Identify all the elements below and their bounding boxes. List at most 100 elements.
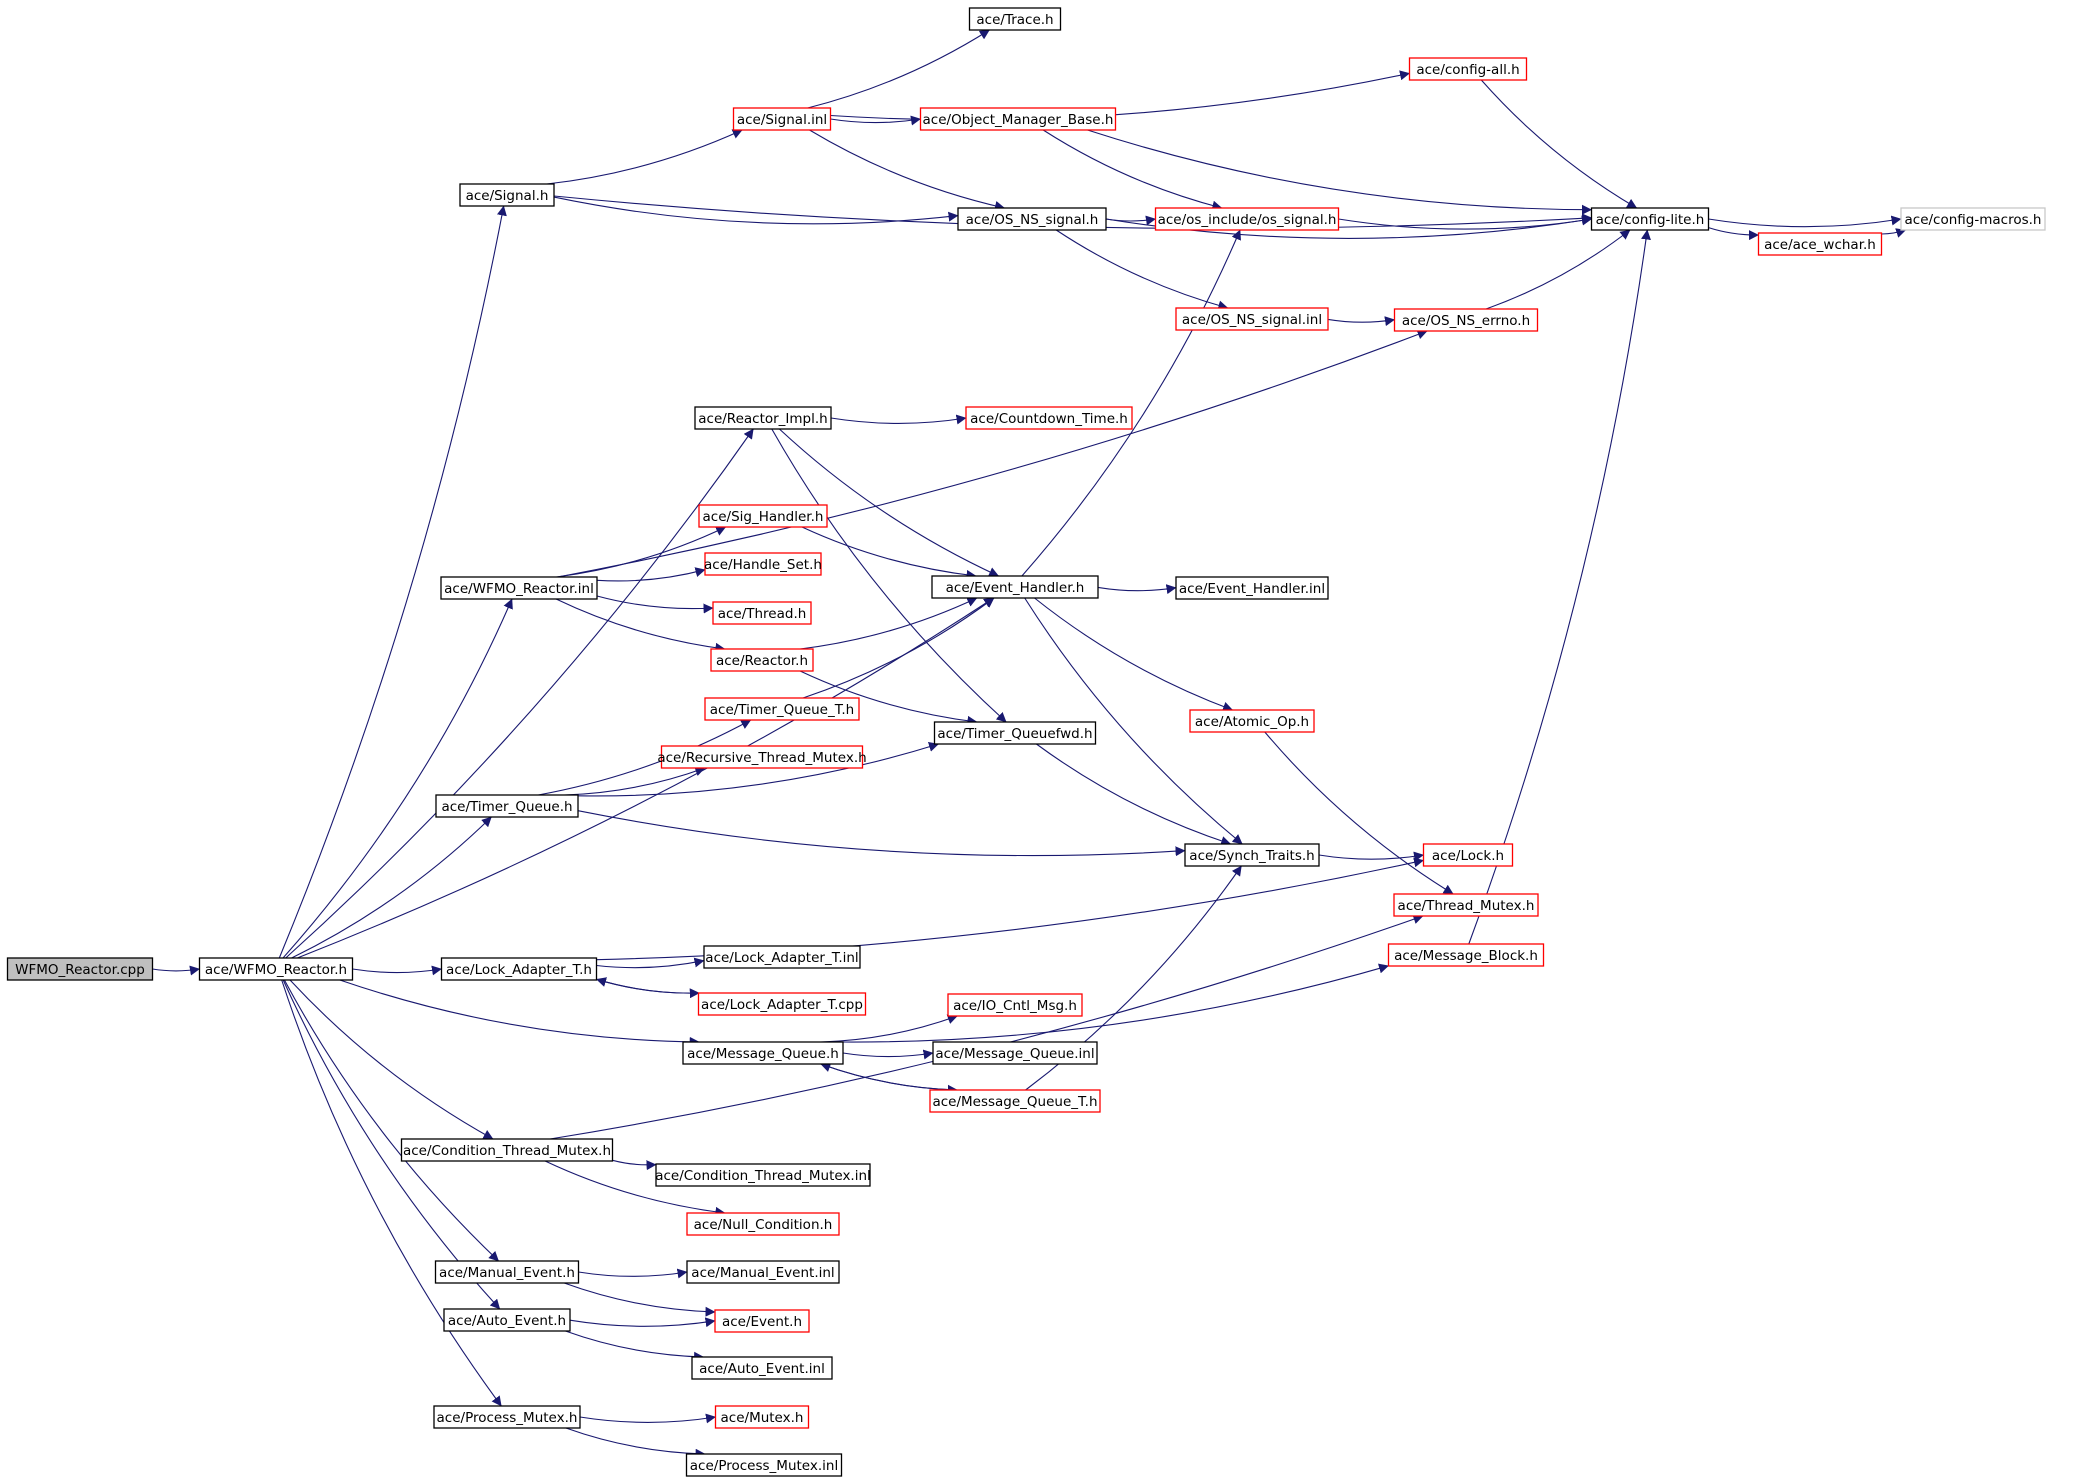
node-reactor-h[interactable]: ace/Reactor.h <box>710 648 814 672</box>
node-event-handler-h[interactable]: ace/Event_Handler.h <box>931 575 1099 599</box>
node-label: ace/Object_Manager_Base.h <box>923 112 1114 128</box>
node-os-include-signal[interactable]: ace/os_include/os_signal.h <box>1154 207 1340 231</box>
edge-os-ns-errno-to-config-lite <box>1485 229 1631 310</box>
edge-event-handler-h-to-os-include-signal <box>1021 229 1241 577</box>
node-box <box>704 552 822 576</box>
node-box <box>685 1453 843 1477</box>
node-box <box>929 1089 1101 1113</box>
node-label: ace/Thread.h <box>718 606 807 622</box>
node-box <box>714 1405 810 1429</box>
edge-wfmo-inl-to-thread-h <box>596 595 714 614</box>
node-sig-handler[interactable]: ace/Sig_Handler.h <box>698 504 828 528</box>
node-label: ace/Lock_Adapter_T.h <box>446 962 592 978</box>
node-label: ace/Atomic_Op.h <box>1195 714 1309 730</box>
node-manual-event-h[interactable]: ace/Manual_Event.h <box>434 1260 580 1284</box>
node-box <box>732 107 832 131</box>
node-box <box>1757 232 1883 256</box>
node-timer-queue-t[interactable]: ace/Timer_Queue_T.h <box>704 697 860 721</box>
node-label: ace/Handle_Set.h <box>704 557 822 573</box>
edge-atomic-op-to-thread-mutex <box>1264 731 1454 895</box>
node-signal-inl[interactable]: ace/Signal.inl <box>732 107 832 131</box>
node-timer-queuefwd[interactable]: ace/Timer_Queuefwd.h <box>933 721 1097 745</box>
node-box <box>400 1138 614 1162</box>
node-box <box>435 794 579 818</box>
node-synch-traits[interactable]: ace/Synch_Traits.h <box>1184 843 1320 867</box>
node-trace-h[interactable]: ace/Trace.h <box>968 7 1062 31</box>
node-label: ace/Countdown_Time.h <box>970 411 1128 427</box>
edge-message-queue-h-to-message-queue-inl <box>842 1049 934 1060</box>
node-label: ace/Signal.inl <box>737 112 827 128</box>
edge-wfmo-inl-to-handle-set <box>596 567 706 582</box>
node-label: ace/OS_NS_signal.inl <box>1182 312 1322 328</box>
node-event-h[interactable]: ace/Event.h <box>714 1309 810 1333</box>
node-null-condition[interactable]: ace/Null_Condition.h <box>686 1212 840 1236</box>
node-ace-wchar[interactable]: ace/ace_wchar.h <box>1757 232 1883 256</box>
node-config-macros[interactable]: ace/config-macros.h <box>1900 207 2046 231</box>
edge-synch-traits-to-lock-h <box>1318 851 1424 862</box>
node-auto-event-inl[interactable]: ace/Auto_Event.inl <box>691 1356 833 1380</box>
edge-wfmo-inl-to-reactor-h <box>555 598 726 653</box>
node-wfmo-inl[interactable]: ace/WFMO_Reactor.inl <box>440 576 598 600</box>
node-lock-adapter-cpp[interactable]: ace/Lock_Adapter_T.cpp <box>697 992 867 1016</box>
edge-timer-queue-t-to-event-handler-h <box>802 597 995 699</box>
node-label: ace/IO_Cntl_Msg.h <box>953 998 1077 1014</box>
node-box <box>1175 576 1329 600</box>
node-thread-h[interactable]: ace/Thread.h <box>712 601 812 625</box>
node-timer-queue-h[interactable]: ace/Timer_Queue.h <box>435 794 579 818</box>
node-os-ns-signal-h[interactable]: ace/OS_NS_signal.h <box>957 207 1107 231</box>
node-label: ace/Message_Block.h <box>1394 948 1538 964</box>
node-label: ace/Synch_Traits.h <box>1189 848 1314 864</box>
node-box <box>697 992 867 1016</box>
edge-wfmo-h-to-lock-adapter-h <box>352 965 442 976</box>
node-lock-adapter-inl[interactable]: ace/Lock_Adapter_T.inl <box>703 945 861 969</box>
node-message-queue-h[interactable]: ace/Message_Queue.h <box>682 1041 844 1065</box>
node-box <box>198 957 354 981</box>
node-label: ace/Mutex.h <box>721 1410 804 1426</box>
node-config-all[interactable]: ace/config-all.h <box>1408 57 1528 81</box>
node-manual-event-inl[interactable]: ace/Manual_Event.inl <box>686 1260 840 1284</box>
node-os-ns-errno[interactable]: ace/OS_NS_errno.h <box>1393 308 1539 332</box>
node-countdown[interactable]: ace/Countdown_Time.h <box>965 406 1133 430</box>
node-label: ace/Condition_Thread_Mutex.h <box>403 1143 611 1159</box>
node-message-queue-t[interactable]: ace/Message_Queue_T.h <box>929 1089 1101 1113</box>
node-box <box>957 207 1107 231</box>
node-wfmo-cpp[interactable]: WFMO_Reactor.cpp <box>6 957 154 981</box>
node-wfmo-h[interactable]: ace/WFMO_Reactor.h <box>198 957 354 981</box>
node-process-mutex-h[interactable]: ace/Process_Mutex.h <box>433 1405 581 1429</box>
node-obj-mgr[interactable]: ace/Object_Manager_Base.h <box>919 107 1117 131</box>
node-io-cntl[interactable]: ace/IO_Cntl_Msg.h <box>947 993 1083 1017</box>
node-auto-event-h[interactable]: ace/Auto_Event.h <box>443 1308 571 1332</box>
node-message-queue-inl[interactable]: ace/Message_Queue.inl <box>932 1041 1098 1065</box>
edge-process-mutex-h-to-process-mutex-inl <box>565 1427 706 1459</box>
node-lock-adapter-h[interactable]: ace/Lock_Adapter_T.h <box>440 957 598 981</box>
node-message-block[interactable]: ace/Message_Block.h <box>1387 943 1545 967</box>
node-signal-h[interactable]: ace/Signal.h <box>459 183 555 207</box>
node-process-mutex-inl[interactable]: ace/Process_Mutex.inl <box>685 1453 843 1477</box>
node-rec-mutex[interactable]: ace/Recursive_Thread_Mutex.h <box>657 745 867 769</box>
edge-reactor-h-to-event-handler-h <box>800 597 978 650</box>
edge-config-lite-to-config-macros <box>1708 215 1902 228</box>
edge-layer <box>152 29 1907 1459</box>
node-handle-set[interactable]: ace/Handle_Set.h <box>704 552 822 576</box>
node-mutex-h[interactable]: ace/Mutex.h <box>714 1405 810 1429</box>
node-cond-thread-mutex-inl[interactable]: ace/Condition_Thread_Mutex.inl <box>655 1163 871 1187</box>
edge-message-queue-t-to-message-queue-h <box>820 1062 958 1091</box>
node-lock-h[interactable]: ace/Lock.h <box>1422 843 1514 867</box>
node-label: ace/Auto_Event.h <box>448 1313 566 1329</box>
node-box <box>703 945 861 969</box>
node-reactor-impl[interactable]: ace/Reactor_Impl.h <box>694 406 832 430</box>
edge-os-ns-signal-inl-to-os-ns-errno <box>1327 316 1395 327</box>
node-event-handler-inl[interactable]: ace/Event_Handler.inl <box>1175 576 1329 600</box>
node-label: ace/Process_Mutex.inl <box>690 1458 838 1474</box>
node-config-lite[interactable]: ace/config-lite.h <box>1590 207 1710 231</box>
node-atomic-op[interactable]: ace/Atomic_Op.h <box>1189 709 1315 733</box>
node-label: ace/Null_Condition.h <box>694 1217 833 1233</box>
node-label: ace/config-macros.h <box>1905 212 2042 228</box>
node-box <box>694 406 832 430</box>
node-label: ace/Message_Queue.h <box>687 1046 839 1062</box>
node-box <box>1189 709 1315 733</box>
node-thread-mutex[interactable]: ace/Thread_Mutex.h <box>1393 893 1539 917</box>
node-cond-thread-mutex[interactable]: ace/Condition_Thread_Mutex.h <box>400 1138 614 1162</box>
edge-timer-queue-h-to-rec-mutex <box>564 766 706 796</box>
node-os-ns-signal-inl[interactable]: ace/OS_NS_signal.inl <box>1175 307 1329 331</box>
